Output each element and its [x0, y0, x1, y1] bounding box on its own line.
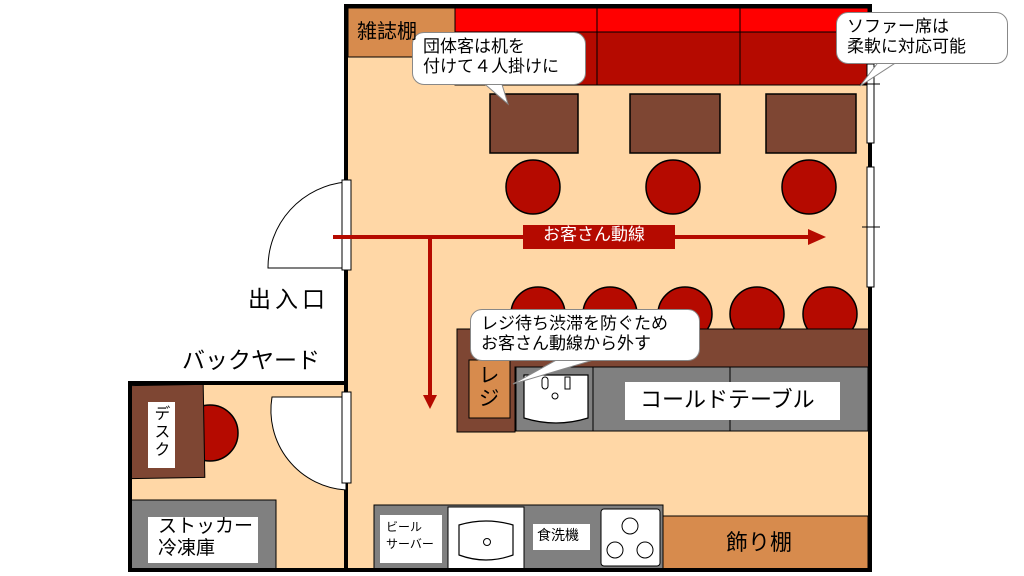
- entrance-label: 出入口: [248, 287, 329, 313]
- label-line: サーバー: [386, 536, 434, 551]
- chair: [645, 159, 701, 215]
- display-shelf: [662, 515, 869, 571]
- hand-sink: [523, 374, 589, 424]
- window: [860, 63, 880, 288]
- dishwasher-label: 食洗機: [537, 528, 579, 544]
- callout-line: 付けて４人掛けに: [423, 57, 559, 78]
- chair: [781, 159, 837, 215]
- stove: [600, 508, 661, 567]
- register-label: レジ: [476, 364, 501, 410]
- cold-table-label: コールドテーブル: [640, 388, 815, 413]
- beer-server-label: ビール サーバー: [386, 519, 434, 553]
- display-shelf-label: 飾り棚: [726, 531, 793, 556]
- table: [629, 93, 721, 154]
- label-line: ストッカー: [158, 515, 254, 537]
- callout-sofa-seats: ソファー席は 柔軟に対応可能: [836, 12, 1008, 64]
- callout-line: 団体客は机を: [423, 37, 525, 57]
- table: [489, 93, 579, 154]
- register: [468, 359, 511, 419]
- callout-line: ソファー席は: [847, 17, 949, 37]
- callout-group-guests: 団体客は机を 付けて４人掛けに: [412, 32, 586, 85]
- customer-flow-label-bg: [523, 225, 675, 249]
- customer-flow-label: お客さん動線: [543, 225, 645, 245]
- callout-line: レジ待ち渋滞を防ぐため: [481, 314, 668, 334]
- table: [765, 93, 857, 154]
- label-line: 冷凍庫: [158, 536, 216, 559]
- desk-label: デスク: [151, 405, 171, 459]
- callout-register-note: レジ待ち渋滞を防ぐため お客さん動線から外す: [470, 309, 700, 361]
- stocker-freezer-label: ストッカー 冷凍庫: [158, 515, 254, 560]
- label-line: ビール: [386, 520, 423, 534]
- magazine-shelf-label: 雑誌棚: [357, 19, 417, 43]
- entrance-door[interactable]: [267, 179, 352, 271]
- backyard-label: バックヤード: [182, 348, 320, 374]
- backyard-door[interactable]: [270, 391, 352, 491]
- chair: [505, 159, 561, 215]
- callout-line: 柔軟に対応可能: [847, 37, 966, 58]
- callout-line: お客さん動線から外す: [481, 334, 651, 355]
